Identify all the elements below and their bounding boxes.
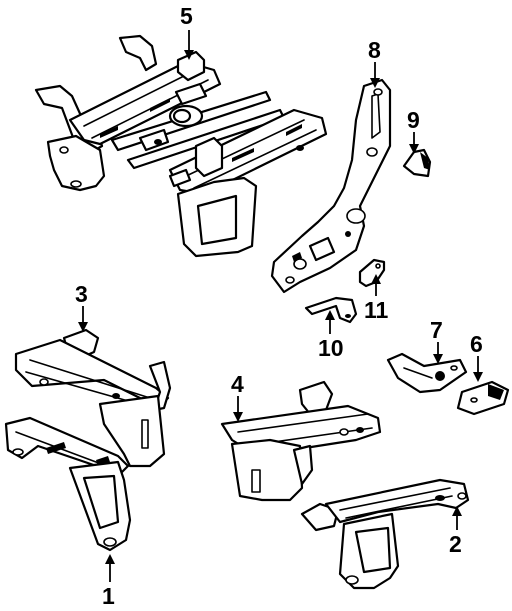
callout-2: 2 — [449, 506, 462, 557]
part-1-seat-track-lower-left — [4, 416, 132, 552]
callout-8-label: 8 — [368, 37, 381, 63]
callout-11-label: 11 — [364, 297, 389, 323]
callout-3-label: 3 — [75, 281, 88, 307]
part-9-recliner-knob — [402, 148, 432, 178]
callout-7: 7 — [430, 317, 443, 364]
part-7-track-latch — [386, 352, 468, 394]
part-5-seat-adjuster-frame — [34, 34, 328, 258]
part-2-seat-track-lower-right — [300, 478, 470, 590]
part-4-seat-track-upper-right — [220, 380, 382, 502]
part-6-track-cover — [456, 380, 510, 416]
callout-8: 8 — [368, 37, 381, 88]
callout-3: 3 — [75, 281, 88, 332]
callout-9-label: 9 — [407, 107, 420, 133]
callout-5: 5 — [180, 3, 194, 60]
callout-10: 10 — [318, 310, 344, 361]
callout-6-label: 6 — [470, 331, 483, 357]
part-8-recliner-plate — [270, 78, 392, 294]
callout-11: 11 — [364, 274, 389, 323]
callout-5-label: 5 — [180, 3, 193, 29]
callout-4: 4 — [231, 371, 244, 422]
callout-1: 1 — [102, 554, 115, 609]
part-10-small-bracket — [304, 296, 358, 324]
part-11-release-lever — [358, 258, 386, 288]
part-3-seat-track-upper-left — [14, 328, 172, 468]
callout-7-label: 7 — [430, 317, 443, 343]
callout-2-label: 2 — [449, 531, 462, 557]
callout-10-label: 10 — [318, 335, 344, 361]
callout-9: 9 — [407, 107, 420, 154]
callout-4-label: 4 — [231, 371, 244, 397]
callout-6: 6 — [470, 331, 483, 382]
callout-1-label: 1 — [102, 583, 115, 609]
